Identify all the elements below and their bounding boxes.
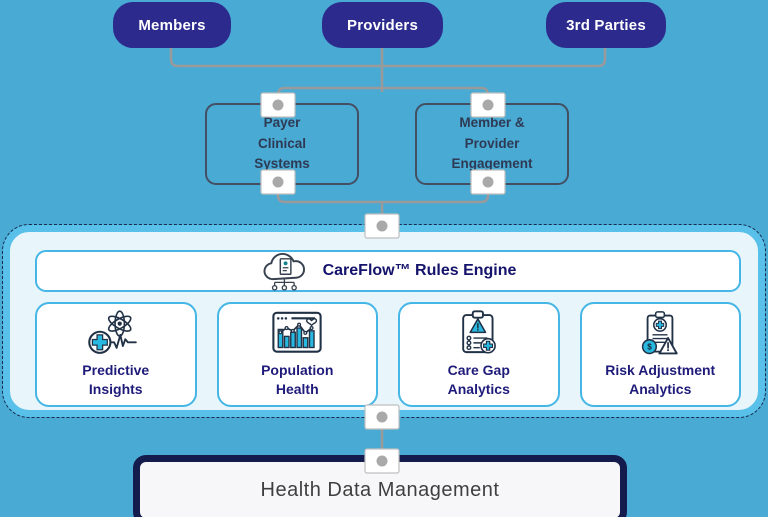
module-population-health: Population Health [216,302,378,407]
module-population-health-label: Population Health [261,362,334,398]
careflow-platform-container: CareFlow™ Rules Engine Predictive Insigh… [2,224,766,418]
health-data-management-label: Health Data Management [260,479,500,501]
source-3rd-parties-label: 3rd Parties [566,16,646,34]
clipboard-dollar-warning-icon: $ [642,311,678,355]
source-providers-label: Providers [347,16,418,34]
cloud-document-network-icon [263,252,305,291]
module-care-gap-analytics: Care Gap Analytics [398,302,560,407]
svg-text:$: $ [647,342,652,351]
module-risk-adjustment-analytics-label: Risk Adjustment Analytics [605,362,716,398]
rules-engine-bar: CareFlow™ Rules Engine [35,250,741,292]
payer-clinical-systems-box: Payer Clinical Systems [205,103,359,185]
clipboard-alert-icon [462,310,497,354]
health-data-management-box: Health Data Management [133,455,627,517]
rules-engine-label: CareFlow™ Rules Engine [322,262,517,279]
atom-pulse-icon [87,310,137,354]
chart-window-icon [272,311,322,353]
source-providers: Providers [322,2,443,48]
analytics-modules: Predictive Insights [35,302,741,407]
source-members: Members [113,2,231,48]
member-provider-engagement-box: Member & Provider Engagement [415,103,569,185]
source-3rd-parties: 3rd Parties [546,2,666,48]
module-predictive-insights-label: Predictive Insights [82,362,150,398]
module-care-gap-analytics-label: Care Gap Analytics [447,362,510,398]
payer-clinical-systems-label: Payer Clinical Systems [254,114,310,172]
source-members-label: Members [138,16,206,34]
module-risk-adjustment-analytics: $ Risk Adjustment Analytics [579,302,741,407]
module-predictive-insights: Predictive Insights [35,302,197,407]
member-provider-engagement-label: Member & Provider Engagement [451,114,533,172]
